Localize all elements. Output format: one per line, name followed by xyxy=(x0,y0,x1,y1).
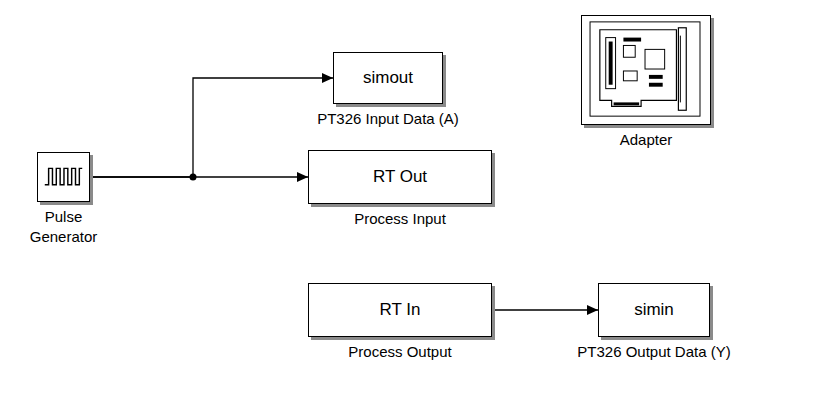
block-parameter: simout xyxy=(363,68,413,88)
adapter-block: Adapter xyxy=(581,15,711,125)
block-name: Process Input xyxy=(354,209,446,229)
rt-out-block: RT OutProcess Input xyxy=(308,150,492,204)
signal-line xyxy=(90,176,308,177)
block-name: Process Output xyxy=(348,342,451,362)
signal-line xyxy=(90,78,333,177)
pulse-icon xyxy=(38,153,89,201)
block-face: simout xyxy=(334,53,442,103)
block-face: RT In xyxy=(309,284,491,336)
block-name: PT326 Output Data (Y) xyxy=(577,342,730,362)
to-workspace-block: simoutPT326 Input Data (A) xyxy=(333,52,443,104)
block-parameter: simin xyxy=(634,300,674,320)
pci-card-icon xyxy=(582,16,710,124)
block-face: RT Out xyxy=(309,151,491,203)
pulse-generator-block: Pulse Generator xyxy=(37,152,90,202)
block-name: Adapter xyxy=(620,130,673,150)
block-parameter: RT In xyxy=(380,300,421,320)
block-parameter: RT Out xyxy=(373,167,427,187)
block-face: simin xyxy=(599,284,709,336)
from-workspace-block: siminPT326 Output Data (Y) xyxy=(598,283,710,337)
signal-line xyxy=(492,309,598,310)
rt-in-block: RT InProcess Output xyxy=(308,283,492,337)
block-name: Pulse Generator xyxy=(24,207,104,247)
block-name: PT326 Input Data (A) xyxy=(317,109,459,129)
